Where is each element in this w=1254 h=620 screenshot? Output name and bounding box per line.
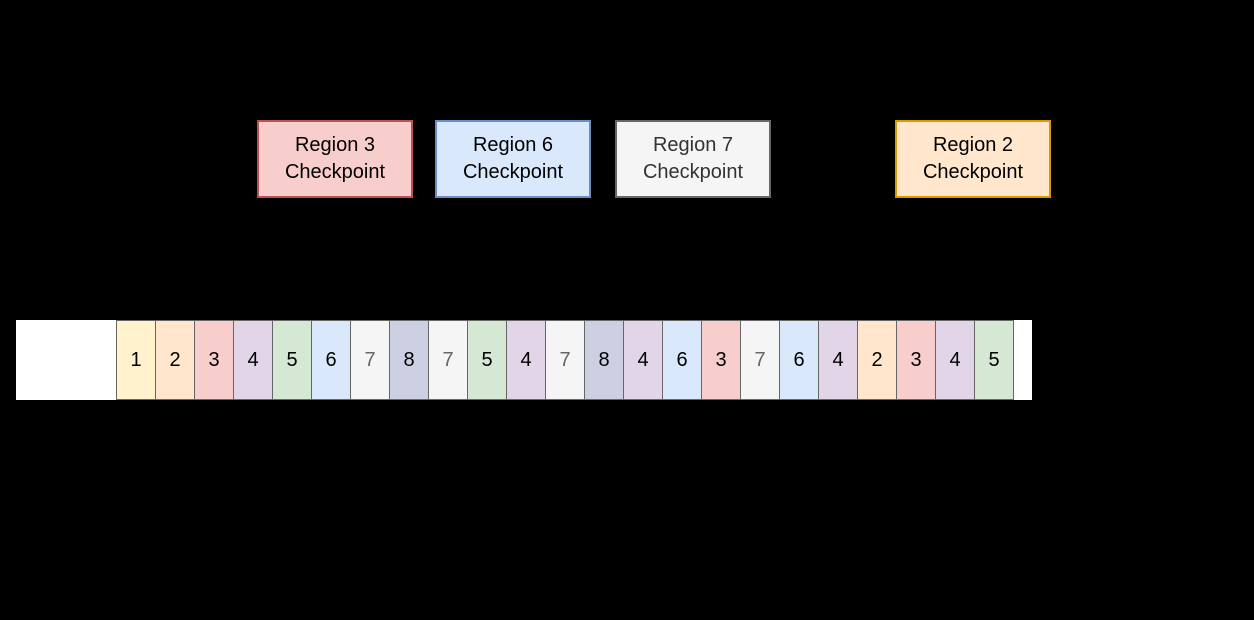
strip-cell-region-4: 4 [233, 320, 273, 400]
checkpoint-region-2-line1: Region 2 [932, 134, 1014, 156]
strip-cell-region-5: 5 [467, 320, 507, 400]
strip-cell-region-8: 8 [584, 320, 624, 400]
strip-cell-region-5: 5 [272, 320, 312, 400]
strip-cell-region-7: 7 [545, 320, 585, 400]
checkpoint-region-3-line1: Region 3 [294, 134, 376, 156]
strip-cell-region-1: 1 [116, 320, 156, 400]
checkpoint-region-7-line2: Checkpoint [642, 161, 744, 183]
checkpoint-region-7-line1: Region 7 [652, 134, 734, 156]
strip-cell-region-4: 4 [623, 320, 663, 400]
strip-cell-region-8: 8 [389, 320, 429, 400]
checkpoint-box-region-2: Region 2 Checkpoint [895, 120, 1051, 198]
checkpoint-region-2-line2: Checkpoint [922, 161, 1024, 183]
strip-cell-region-2: 2 [857, 320, 897, 400]
strip-lead-blank [16, 320, 116, 400]
strip-cell-region-2: 2 [155, 320, 195, 400]
strip-cell-region-4: 4 [818, 320, 858, 400]
strip-cell-region-6: 6 [662, 320, 702, 400]
strip-cell-region-7: 7 [428, 320, 468, 400]
strip-cell-region-4: 4 [506, 320, 546, 400]
checkpoint-box-region-7: Region 7 Checkpoint [615, 120, 771, 198]
checkpoint-region-3-line2: Checkpoint [284, 161, 386, 183]
checkpoint-box-region-3: Region 3 Checkpoint [257, 120, 413, 198]
checkpoint-region-6-line1: Region 6 [472, 134, 554, 156]
strip-tail-blank [1014, 320, 1032, 400]
strip-cell-region-3: 3 [896, 320, 936, 400]
strip-cell-region-7: 7 [740, 320, 780, 400]
strip-cell-region-5: 5 [974, 320, 1014, 400]
strip-cell-region-7: 7 [350, 320, 390, 400]
strip-cell-region-6: 6 [311, 320, 351, 400]
strip-cell-region-4: 4 [935, 320, 975, 400]
strip-cell-region-3: 3 [701, 320, 741, 400]
strip-cell-region-3: 3 [194, 320, 234, 400]
checkpoint-box-region-6: Region 6 Checkpoint [435, 120, 591, 198]
strip-cell-region-6: 6 [779, 320, 819, 400]
checkpoint-region-6-line2: Checkpoint [462, 161, 564, 183]
